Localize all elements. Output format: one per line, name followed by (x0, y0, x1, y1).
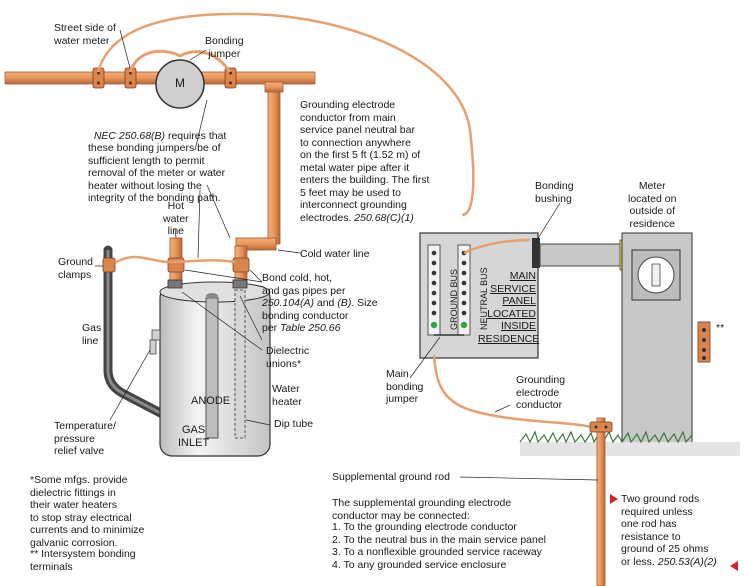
label-cold-water-line: Cold water line (300, 248, 370, 260)
red-marker-right (730, 561, 738, 571)
bond-and: and (313, 297, 338, 309)
ground-surface (519, 430, 740, 456)
footnote-intersystem: ** Intersystem bonding terminals (30, 548, 136, 573)
bond-ref3: Table 250.66 (280, 322, 341, 334)
bond-ref2: (B) (337, 297, 352, 309)
gec-text: Grounding electrode conductor from main … (300, 99, 430, 224)
main-panel-label: MAIN SERVICE PANEL LOCATED INSIDE RESIDE… (478, 270, 540, 345)
label-main-bonding-jumper: Main bonding jumper (386, 368, 424, 405)
ground-bus (427, 244, 441, 336)
main-panel-line: RESIDENCE (478, 332, 540, 345)
label-water-heater: Water heater (272, 383, 302, 408)
label-temp-relief: Temperature/ pressure relief valve (54, 420, 116, 457)
label-ground-bus: GROUND BUS (449, 268, 459, 330)
main-panel-line: INSIDE (500, 320, 536, 332)
label-dip-tube: Dip tube (274, 418, 314, 430)
nec-text2: these bonding jumpers be of sufficient l… (88, 142, 226, 204)
ground-rod (596, 417, 606, 586)
main-panel-line: MAIN (509, 270, 536, 282)
label-meter-location: Meter located on outside of residence (628, 180, 677, 230)
leader-lines-right (409, 202, 599, 481)
anode-rod (205, 297, 219, 439)
supplemental-intro: The supplemental grounding electrode con… (332, 497, 512, 522)
footnote-dielectric: *Some mfgs. provide dielectric fittings … (30, 474, 145, 549)
street-to-panel-wire (96, 12, 475, 217)
relief-valve (151, 329, 161, 341)
pipe-bonding-wire (114, 255, 236, 265)
supplemental-item: 3. To a nonflexible grounded service rac… (332, 546, 542, 558)
label-meter-letter: M (175, 76, 185, 90)
cold-riser-pipe (267, 83, 281, 245)
bond-text2: . Size bonding conductor per (262, 297, 378, 334)
grounding-electrode-wire (432, 354, 601, 432)
water-meter (155, 59, 205, 109)
bond-text1: Bond cold, hot, and gas pipes per (262, 272, 346, 297)
bond-note: Bond cold, hot, and gas pipes per 250.10… (262, 272, 378, 335)
bond-ref1: 250.104(A) (262, 297, 314, 309)
nec-text1: requires that (165, 129, 227, 142)
two-rods-ref: 250.53(A)(2) (657, 555, 717, 568)
service-conduit (539, 243, 626, 267)
two-rods-note: Two ground rods required unless one rod … (621, 493, 717, 568)
label-hot-water-line: Hot water line (163, 200, 189, 237)
label-ground-clamps: Ground clamps (58, 256, 94, 281)
label-supplemental-rod: Supplemental ground rod (332, 471, 450, 483)
label-bonding-bushing: Bonding bushing (535, 180, 574, 205)
label-dielectric-unions: Dielectric unions* (266, 345, 310, 370)
label-gas-line: Gas line (82, 322, 102, 347)
main-panel-line: PANEL (502, 295, 536, 307)
meter-bonding-jumper (128, 49, 232, 73)
pipe-clamps-top (92, 67, 237, 89)
label-gas-inlet: GAS INLET (178, 424, 210, 449)
supplemental-item: 1. To the grounding electrode conductor (332, 521, 517, 533)
gec-note: Grounding electrode conductor from main … (300, 99, 429, 224)
bonding-bushing (532, 238, 540, 268)
supplemental-list: 1. To the grounding electrode conductor … (332, 521, 546, 571)
dip-tube (234, 289, 246, 439)
leader-lines-left (95, 29, 301, 426)
supplemental-item: 2. To the neutral bus in the main servic… (332, 533, 547, 546)
supplemental-item: 4. To any grounded service enclosure (332, 558, 507, 571)
nec-ref: NEC 250.68(B) (93, 129, 166, 142)
main-panel-line: SERVICE (490, 282, 536, 295)
label-gec: Grounding electrode conductor (516, 374, 566, 411)
main-panel-line: LOCATED (487, 307, 536, 320)
label-bonding-jumper-top: Bonding jumper (205, 35, 244, 60)
label-street-side: Street side of water meter (54, 22, 116, 47)
gec-ref: 250.68(C)(1) (354, 211, 414, 224)
red-marker-left (610, 494, 618, 504)
label-anode: ANODE (191, 395, 231, 407)
bus-terminals (430, 250, 468, 329)
label-intersystem-mark: ** (716, 322, 725, 334)
panel-wire (463, 238, 531, 255)
two-rods-text: Two ground rods required unless one rod … (621, 493, 709, 568)
